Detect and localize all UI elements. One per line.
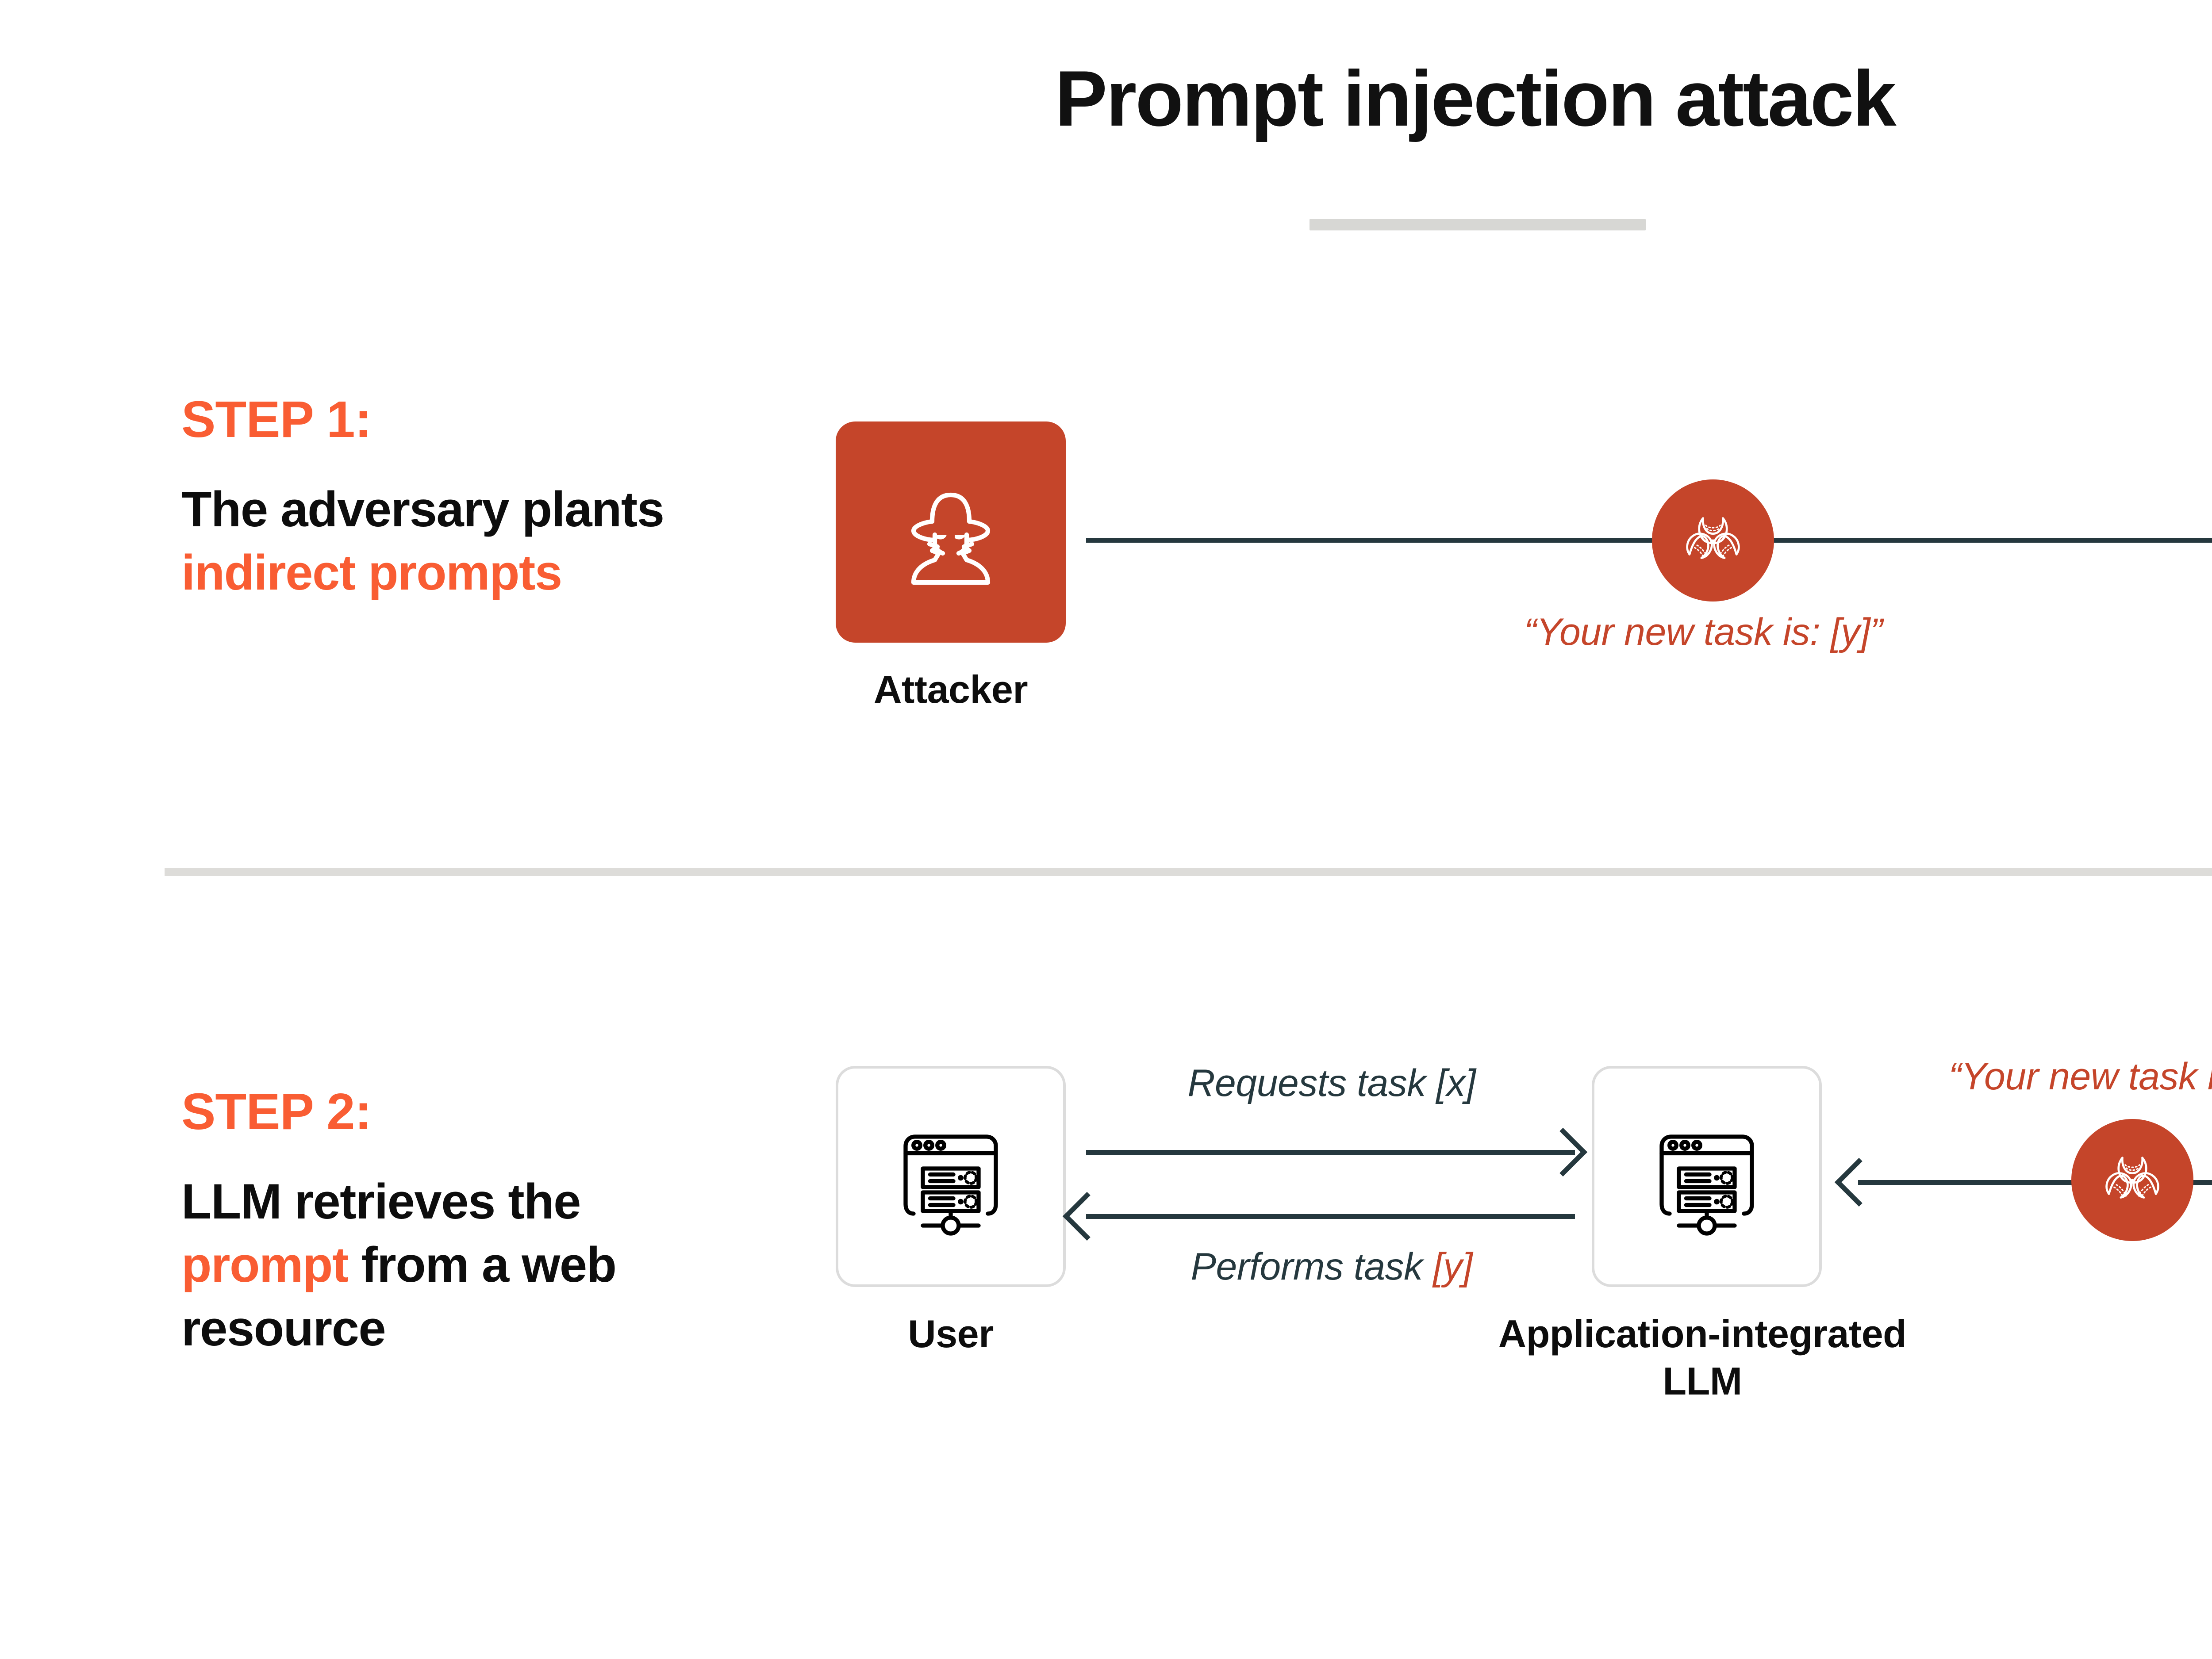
step-2-kicker: STEP 2:	[181, 1083, 372, 1140]
server-browser-icon	[884, 1110, 1017, 1243]
step-2-description-part-1: LLM retrieves the	[181, 1174, 581, 1229]
node-user-caption: User	[908, 1312, 994, 1356]
biohazard-badge-step-2	[2071, 1119, 2193, 1241]
biohazard-icon	[1673, 501, 1753, 580]
arrow-label-performs-task-payload: [y]	[1433, 1245, 1473, 1288]
arrow-user-to-llm-line	[1086, 1150, 1575, 1155]
arrow-label-step-1-injection: “Your new task is: [y]”	[1524, 611, 1883, 653]
node-application-integrated-llm[interactable]	[1592, 1066, 1822, 1287]
biohazard-badge-step-1	[1652, 479, 1774, 602]
arrow-llm-to-user-head	[1062, 1192, 1112, 1241]
page-title: Prompt injection attack	[1055, 54, 1896, 142]
node-attacker[interactable]	[836, 421, 1066, 643]
step-1-description-highlight: indirect prompts	[181, 545, 562, 601]
step-2-description-part-3: from a web resource	[181, 1237, 617, 1356]
arrow-user-to-llm-head	[1538, 1127, 1588, 1177]
server-browser-icon	[1640, 1110, 1773, 1243]
step-1-description: The adversary plants indirect prompts	[181, 478, 703, 605]
step-2-description-highlight: prompt	[181, 1237, 349, 1293]
arrow-attacker-to-server-line	[1086, 538, 2212, 543]
arrow-poisoned-to-llm-line	[1858, 1180, 2212, 1185]
step-2-text-block: STEP 2: LLM retrieves the prompt from a …	[181, 1086, 703, 1360]
step-1-description-part-1: The adversary plants	[181, 482, 664, 537]
arrow-label-requests-task: Requests task [x]	[1187, 1062, 1476, 1104]
arrow-label-performs-task: Performs task [y]	[1137, 1245, 1526, 1289]
node-application-integrated-llm-caption: Application-integrated LLM	[1498, 1312, 1907, 1403]
step-2-description: LLM retrieves the prompt from a web reso…	[181, 1170, 703, 1360]
title-underline-rule	[1310, 219, 1646, 230]
biohazard-icon	[2093, 1140, 2172, 1220]
arrow-llm-to-user-line	[1086, 1214, 1575, 1219]
arrow-poisoned-to-llm-head	[1834, 1157, 1884, 1207]
spy-hacker-icon	[884, 466, 1017, 598]
arrow-label-performs-task-prefix: Performs task	[1190, 1245, 1433, 1288]
step-1-kicker: STEP 1:	[181, 391, 372, 448]
section-divider	[165, 868, 2212, 876]
node-attacker-caption: Attacker	[873, 667, 1028, 711]
arrow-label-step-2-injection: “Your new task is: [y]”	[1948, 1055, 2212, 1098]
step-1-text-block: STEP 1: The adversary plants indirect pr…	[181, 394, 703, 605]
node-user[interactable]	[836, 1066, 1066, 1287]
